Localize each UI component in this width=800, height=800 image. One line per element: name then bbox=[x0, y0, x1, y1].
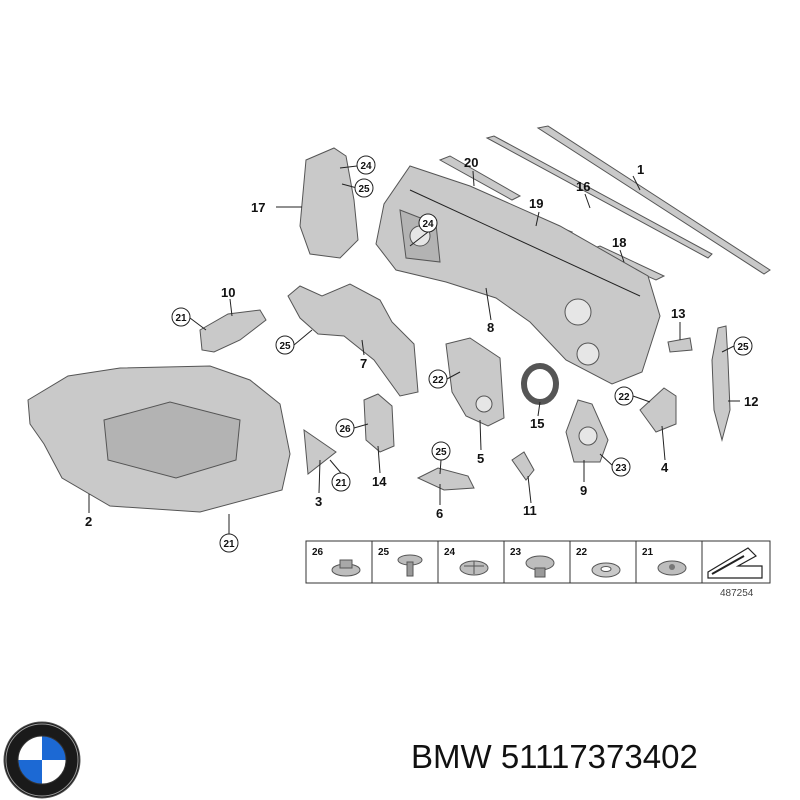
legend-label-23: 23 bbox=[510, 547, 522, 558]
callout-23: 23 bbox=[611, 457, 631, 477]
push-clip-icon bbox=[397, 554, 423, 577]
part-label-16: 16 bbox=[576, 179, 590, 194]
callout-21-c: 21 bbox=[219, 533, 239, 553]
nut-icon bbox=[331, 559, 361, 577]
callout-text: 21 bbox=[175, 313, 187, 324]
callout-text: 26 bbox=[339, 424, 351, 435]
part-label-8: 8 bbox=[487, 320, 494, 335]
callout-25-b: 25 bbox=[275, 335, 295, 355]
part-label-1: 1 bbox=[637, 162, 644, 177]
part-17-panel bbox=[299, 147, 359, 259]
legend-label-21: 21 bbox=[642, 547, 654, 558]
callout-text: 25 bbox=[435, 447, 447, 458]
callout-26: 26 bbox=[335, 418, 355, 438]
part-label-14: 14 bbox=[372, 474, 387, 489]
part-15-ring bbox=[521, 363, 559, 405]
fastener-legend: 26 25 24 23 22 21 bbox=[305, 540, 771, 584]
callout-21-a: 21 bbox=[171, 307, 191, 327]
rivet-clip-icon bbox=[525, 555, 555, 578]
part-label-7: 7 bbox=[360, 356, 367, 371]
callout-text: 25 bbox=[279, 341, 291, 352]
part-5-plate bbox=[445, 337, 505, 427]
part-7-panel bbox=[287, 283, 419, 397]
legend-label-25: 25 bbox=[378, 547, 390, 558]
part-number-title: BMW 51117373402 bbox=[411, 738, 698, 775]
part-label-11: 11 bbox=[523, 503, 537, 518]
part-16-strip bbox=[485, 135, 713, 259]
bmw-logo-icon bbox=[3, 721, 81, 799]
part-label-10: 10 bbox=[221, 285, 235, 300]
diagram-number: 487254 bbox=[720, 588, 754, 599]
callout-text: 25 bbox=[358, 184, 370, 195]
part-label-9: 9 bbox=[580, 483, 587, 498]
part-9-hole bbox=[578, 426, 598, 446]
part-label-4: 4 bbox=[661, 460, 669, 475]
speed-nut-icon bbox=[657, 560, 687, 576]
legend-label-24: 24 bbox=[444, 547, 456, 558]
part-label-17: 17 bbox=[251, 200, 265, 215]
part-label-18: 18 bbox=[612, 235, 626, 250]
part-4-bracket bbox=[639, 387, 677, 433]
part-8-hole-b bbox=[564, 298, 592, 326]
legend-label-26: 26 bbox=[312, 547, 324, 558]
star-clip-icon bbox=[459, 560, 489, 576]
callout-24-b: 24 bbox=[418, 213, 438, 233]
part-14-bracket bbox=[363, 393, 395, 453]
part-11-clip bbox=[511, 451, 535, 481]
callout-24-a: 24 bbox=[356, 155, 376, 175]
part-label-15: 15 bbox=[530, 416, 544, 431]
part-20-strip bbox=[438, 155, 522, 201]
part-10-bracket bbox=[199, 309, 267, 353]
part-label-3: 3 bbox=[315, 494, 322, 509]
callout-text: 22 bbox=[432, 375, 444, 386]
callout-text: 21 bbox=[223, 539, 235, 550]
part-label-2: 2 bbox=[85, 514, 92, 529]
callout-text: 25 bbox=[737, 342, 749, 353]
part-8-bulkhead bbox=[375, 165, 661, 385]
callout-25-a: 25 bbox=[354, 178, 374, 198]
part-1-strip bbox=[536, 125, 771, 275]
callout-text: 24 bbox=[360, 161, 372, 172]
legend-label-22: 22 bbox=[576, 547, 588, 558]
part-label-20: 20 bbox=[464, 155, 478, 170]
callout-25-d: 25 bbox=[431, 441, 451, 461]
part-8-ridge bbox=[409, 189, 641, 297]
washer-icon bbox=[591, 562, 621, 578]
part-12-strip bbox=[711, 325, 731, 442]
callout-text: 24 bbox=[422, 219, 434, 230]
callout-22-b: 22 bbox=[614, 386, 634, 406]
part-6-bracket bbox=[416, 467, 475, 491]
callout-text: 21 bbox=[335, 478, 347, 489]
part-2-recess bbox=[103, 401, 241, 479]
callout-21-b: 21 bbox=[331, 472, 351, 492]
part-13-clip bbox=[667, 337, 693, 353]
callout-25-c: 25 bbox=[733, 336, 753, 356]
part-label-6: 6 bbox=[436, 506, 443, 521]
part-label-13: 13 bbox=[671, 306, 685, 321]
callout-22-a: 22 bbox=[428, 369, 448, 389]
part-label-19: 19 bbox=[529, 196, 543, 211]
callout-text: 23 bbox=[615, 463, 627, 474]
part-5-hole bbox=[475, 395, 493, 413]
leader-lines bbox=[88, 165, 740, 534]
arrow-sheet-icon bbox=[707, 547, 763, 579]
part-label-12: 12 bbox=[744, 394, 758, 409]
part-8-hole-c bbox=[576, 342, 600, 366]
callout-text: 22 bbox=[618, 392, 630, 403]
part-label-5: 5 bbox=[477, 451, 484, 466]
part-3-plate bbox=[303, 428, 337, 475]
